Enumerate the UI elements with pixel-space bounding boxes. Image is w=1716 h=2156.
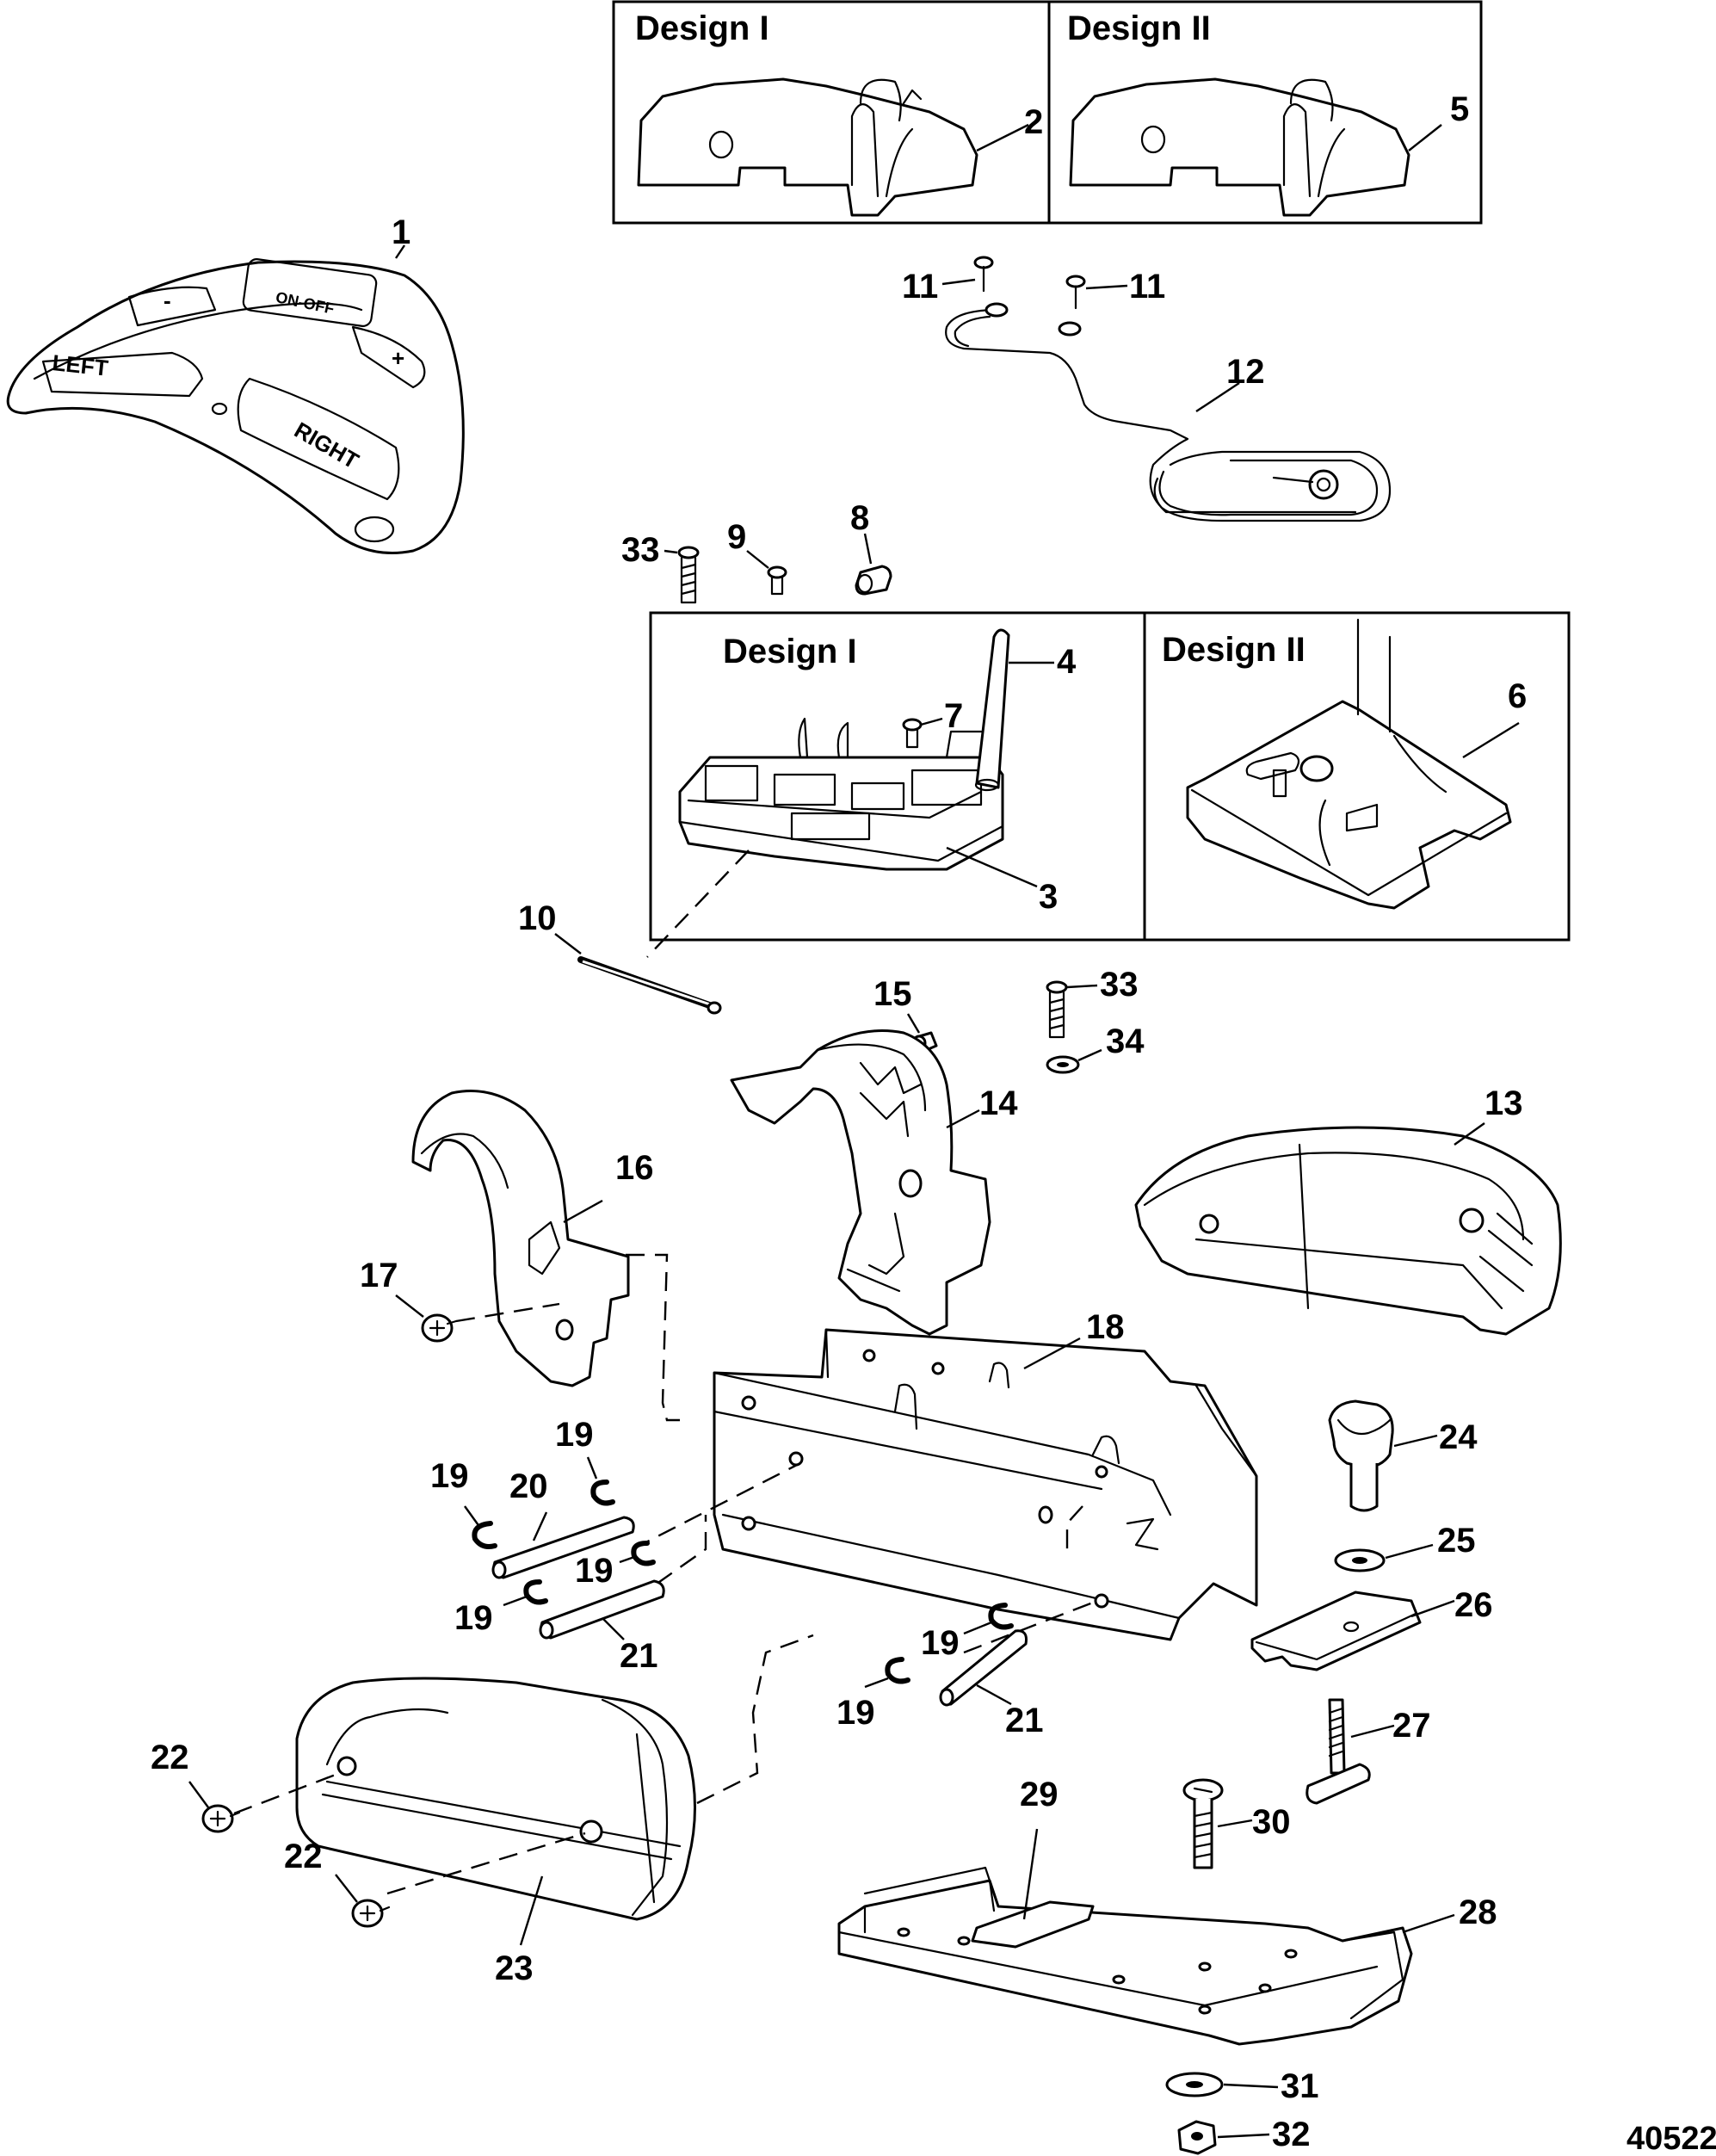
part-1-remote-control: ON-OFF LEFT RIGHT + -	[6, 258, 465, 554]
callout-2: 2	[1024, 103, 1043, 141]
remote-left-label: LEFT	[51, 349, 109, 381]
part-19-clip-f	[885, 1657, 910, 1684]
callout-21-a: 21	[620, 1637, 658, 1675]
part-7-screw	[902, 718, 923, 749]
part-25-washer	[1334, 1548, 1386, 1572]
callout-19-b: 19	[555, 1416, 594, 1454]
callout-27: 27	[1392, 1707, 1431, 1745]
figure-number: 40522	[1626, 2121, 1716, 2156]
part-29-label	[971, 1900, 1095, 1949]
callout-23: 23	[495, 1949, 534, 1987]
callout-11-b: 11	[1129, 268, 1165, 306]
callout-14: 14	[979, 1084, 1018, 1122]
board-design-boxes: Design I Design II	[649, 611, 1571, 942]
callout-21-b: 21	[1005, 1702, 1044, 1739]
callout-19-e: 19	[921, 1624, 960, 1662]
part-3-circuit-board-design-1	[678, 717, 1004, 871]
part-9-screw	[767, 565, 787, 596]
part-11-screw-b	[1065, 275, 1086, 310]
part-13-housing	[1134, 1126, 1562, 1336]
callout-30: 30	[1252, 1803, 1291, 1841]
part-22-screw-a	[201, 1804, 241, 1833]
board-design-1-label: Design I	[723, 633, 857, 670]
part-33-screw-b	[1046, 980, 1068, 1039]
callout-26: 26	[1454, 1586, 1493, 1624]
part-4-antenna	[974, 628, 1010, 792]
part-33-screw-a	[677, 546, 700, 604]
callout-33-a: 33	[621, 531, 660, 569]
part-19-clip-b	[590, 1480, 615, 1506]
callout-22-a: 22	[151, 1739, 189, 1776]
part-20-pin	[491, 1516, 635, 1579]
part-14-mount-bracket	[730, 1029, 991, 1336]
callout-17: 17	[360, 1257, 398, 1294]
callout-15: 15	[873, 975, 912, 1013]
callout-4: 4	[1057, 643, 1077, 681]
callout-19-d: 19	[454, 1599, 493, 1637]
part-5-cover-design-2	[1069, 77, 1410, 217]
callout-9: 9	[727, 518, 746, 556]
part-17-screw	[421, 1313, 458, 1343]
part-26-clamp-plate	[1250, 1591, 1422, 1671]
callout-18: 18	[1086, 1308, 1125, 1346]
remote-plus-label: +	[392, 345, 404, 371]
cover-design-boxes: Design I Design II	[612, 0, 1483, 225]
part-21-pin-a	[539, 1579, 665, 1640]
part-27-t-bolt	[1306, 1698, 1371, 1805]
part-19-clip-d	[523, 1579, 548, 1605]
part-8-plug	[855, 565, 892, 596]
part-10-rod	[577, 956, 722, 1015]
remote-minus-label: -	[164, 287, 171, 313]
part-11-screw-a	[973, 256, 994, 293]
callout-5: 5	[1450, 90, 1469, 128]
part-19-clip-e	[988, 1603, 1014, 1630]
part-24-knob	[1328, 1399, 1394, 1512]
callout-19-a: 19	[430, 1457, 469, 1495]
callout-29: 29	[1020, 1776, 1059, 1813]
callout-10: 10	[518, 899, 557, 937]
part-19-clip-c	[631, 1541, 656, 1566]
part-18-frame	[713, 1328, 1258, 1641]
callout-12: 12	[1226, 353, 1265, 391]
part-34-washer	[1046, 1055, 1080, 1074]
part-16-side-plate	[411, 1090, 630, 1387]
part-28-base-plate	[837, 1866, 1413, 2046]
part-23-side-cover	[295, 1677, 696, 1921]
part-21-pin-b	[939, 1629, 1028, 1707]
callout-16: 16	[615, 1149, 654, 1187]
callout-11-a: 11	[902, 268, 938, 306]
callout-20: 20	[509, 1467, 548, 1505]
callout-31: 31	[1281, 2067, 1319, 2105]
part-2-cover-design-1	[637, 77, 978, 217]
callout-6: 6	[1508, 677, 1527, 715]
callout-24: 24	[1439, 1418, 1478, 1456]
part-22-screw-b	[351, 1899, 391, 1928]
callout-25: 25	[1437, 1522, 1476, 1560]
part-19-clip-a	[472, 1521, 497, 1549]
cover-design-2-label: Design II	[1067, 9, 1211, 47]
callout-34: 34	[1106, 1022, 1145, 1060]
callout-13: 13	[1485, 1084, 1523, 1122]
part-12-cable-harness	[945, 302, 1392, 522]
callout-7: 7	[944, 697, 963, 735]
part-6-circuit-board-design-2	[1186, 618, 1512, 910]
part-30-bolt	[1182, 1778, 1224, 1869]
part-32-nut	[1177, 2120, 1217, 2155]
part-31-washer	[1165, 2072, 1224, 2097]
callout-22-b: 22	[284, 1838, 323, 1875]
callout-3: 3	[1039, 878, 1058, 916]
callout-8: 8	[850, 499, 869, 537]
callout-1: 1	[392, 213, 410, 251]
callout-33-b: 33	[1100, 966, 1139, 1004]
callout-32: 32	[1272, 2116, 1311, 2153]
callout-28: 28	[1459, 1893, 1497, 1931]
board-design-2-label: Design II	[1162, 631, 1306, 669]
cover-design-1-label: Design I	[635, 9, 769, 47]
callout-19-c: 19	[575, 1552, 614, 1590]
callout-19-f: 19	[836, 1694, 875, 1732]
